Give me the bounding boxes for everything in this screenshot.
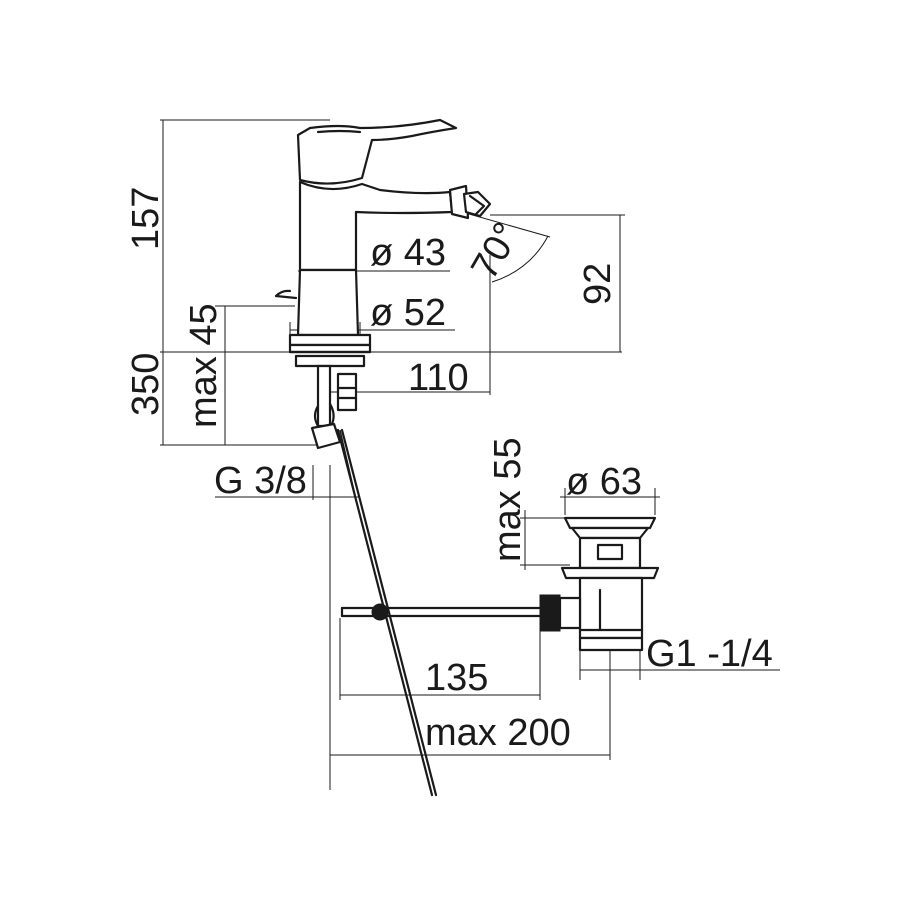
dim-g1-1-4: G1 -1/4	[646, 633, 773, 675]
dim-max-55: max 55	[487, 437, 529, 562]
dim-dia-63: ø 63	[566, 461, 642, 503]
dim-92: 92	[577, 263, 619, 305]
pop-up-rod	[336, 428, 550, 797]
mixer-body	[274, 118, 492, 450]
dim-110: 110	[408, 357, 469, 399]
dim-dia-43: ø 43	[370, 232, 446, 274]
dim-max-45: max 45	[183, 303, 225, 428]
dimension-lines	[160, 119, 780, 790]
dim-350: 350	[125, 353, 167, 416]
dim-angle-70: 70°	[463, 216, 528, 287]
pop-up-waste	[539, 516, 660, 652]
dim-g-3-8: G 3/8	[214, 460, 307, 502]
dim-dia-52: ø 52	[370, 292, 446, 334]
dim-max-200: max 200	[425, 712, 571, 754]
dim-135: 135	[425, 657, 488, 699]
dim-157: 157	[125, 187, 167, 250]
